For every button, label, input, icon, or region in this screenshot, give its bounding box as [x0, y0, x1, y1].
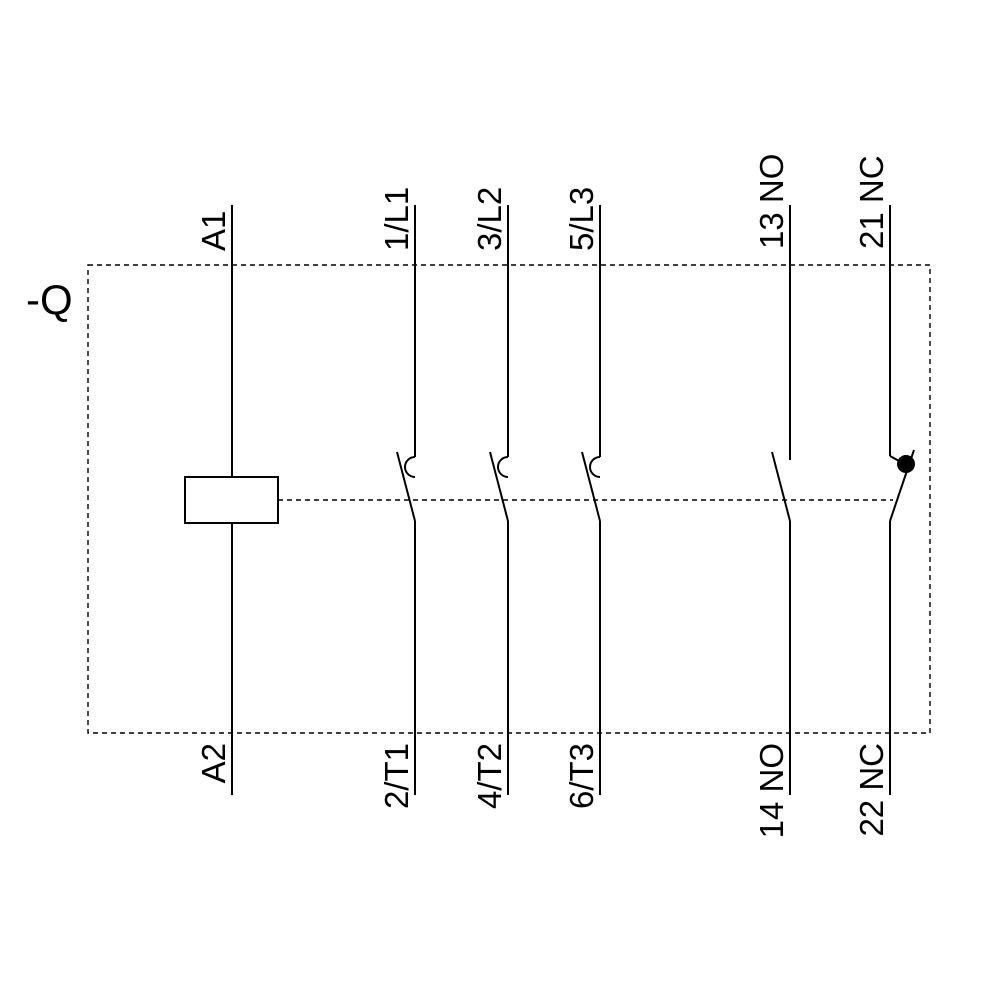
pole3-fixed-contact-arc	[589, 456, 601, 478]
coil-symbol	[184, 476, 279, 524]
terminal-label-22nc: 22 NC	[853, 743, 890, 837]
terminal-label-3l2: 3/L2	[471, 187, 508, 251]
aux-nc-moving-contact	[889, 449, 915, 522]
terminal-label-14no: 14 NO	[753, 743, 790, 838]
pole3-moving-contact	[581, 451, 601, 522]
pole2-moving-contact	[489, 451, 509, 522]
terminal-label-2t1: 2/T1	[378, 743, 415, 809]
terminal-label-5l3: 5/L3	[563, 187, 600, 251]
main-pole-2: 3/L2 4/T2	[471, 187, 509, 809]
aux-no-contact: 13 NO 14 NO	[753, 154, 791, 838]
pole1-fixed-contact-arc	[404, 456, 416, 478]
terminal-label-13no: 13 NO	[753, 154, 790, 249]
terminal-label-a2: A2	[195, 743, 232, 783]
aux-nc-contact: 21 NC 22 NC	[853, 155, 915, 837]
terminal-label-21nc: 21 NC	[853, 155, 890, 249]
device-label: -Q	[26, 276, 73, 323]
terminal-label-6t3: 6/T3	[563, 743, 600, 809]
main-pole-3: 5/L3 6/T3	[563, 187, 601, 809]
pole1-moving-contact	[396, 451, 416, 522]
terminal-label-1l1: 1/L1	[378, 187, 415, 251]
pole2-fixed-contact-arc	[497, 456, 509, 478]
coil-branch: A1 A2	[184, 205, 279, 795]
aux-no-moving-contact	[771, 451, 791, 522]
terminal-label-4t2: 4/T2	[471, 743, 508, 809]
terminal-label-a1: A1	[195, 211, 232, 251]
main-pole-1: 1/L1 2/T1	[378, 187, 416, 809]
